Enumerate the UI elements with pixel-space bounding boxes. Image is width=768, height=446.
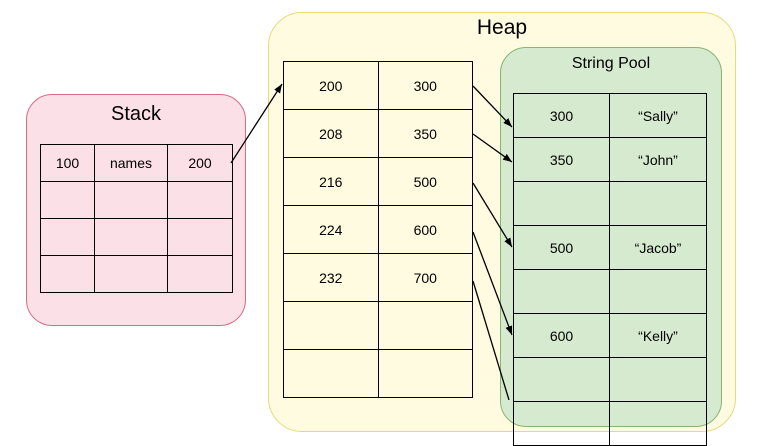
arrow-350-to-john bbox=[472, 133, 513, 163]
table-cell bbox=[167, 218, 233, 256]
table-cell: “John” bbox=[609, 137, 707, 182]
arrow-300-to-sally bbox=[472, 85, 513, 128]
table-cell bbox=[283, 349, 379, 398]
table-cell bbox=[94, 218, 168, 256]
table-cell: 350 bbox=[513, 137, 610, 182]
string-pool-row bbox=[513, 357, 707, 402]
table-cell bbox=[40, 181, 95, 219]
stack-title: Stack bbox=[110, 103, 162, 125]
arrow-600-to-kelly bbox=[472, 231, 513, 336]
string-pool-title: String Pool bbox=[571, 55, 651, 72]
table-cell: “Jacob” bbox=[609, 225, 707, 270]
table-cell bbox=[283, 301, 379, 350]
table-cell: 208 bbox=[283, 109, 379, 158]
table-cell bbox=[513, 401, 610, 446]
table-cell bbox=[377, 349, 473, 398]
string-pool-table: 300“Sally”350“John”500“Jacob”600“Kelly” bbox=[513, 93, 707, 446]
stack-row bbox=[40, 181, 233, 219]
table-cell: 200 bbox=[167, 144, 233, 182]
table-cell: 100 bbox=[40, 144, 95, 182]
table-cell bbox=[167, 255, 233, 293]
table-cell: 232 bbox=[283, 253, 379, 302]
arrow-700-offscreen bbox=[472, 280, 510, 400]
arrow-stack-to-heap bbox=[230, 83, 283, 164]
stack-row bbox=[40, 255, 233, 293]
table-cell: 700 bbox=[377, 253, 473, 302]
table-cell: 600 bbox=[513, 313, 610, 358]
table-cell bbox=[94, 255, 168, 293]
string-pool-row bbox=[513, 401, 707, 446]
table-cell: 500 bbox=[377, 157, 473, 206]
string-pool-row: 600“Kelly” bbox=[513, 313, 707, 358]
string-pool-row: 300“Sally” bbox=[513, 93, 707, 138]
table-cell: “Kelly” bbox=[609, 313, 707, 358]
pointer-arrows bbox=[230, 83, 513, 400]
table-cell bbox=[40, 255, 95, 293]
string-pool-row bbox=[513, 269, 707, 314]
arrow-500-to-jacob bbox=[472, 182, 513, 248]
heap-title: Heap bbox=[476, 16, 528, 39]
table-cell: 200 bbox=[283, 61, 379, 110]
table-cell: “Sally” bbox=[609, 93, 707, 138]
table-cell bbox=[513, 181, 610, 226]
table-cell bbox=[377, 301, 473, 350]
table-cell bbox=[513, 357, 610, 402]
stack-row bbox=[40, 218, 233, 256]
table-cell bbox=[167, 181, 233, 219]
table-cell: 216 bbox=[283, 157, 379, 206]
string-pool-row: 350“John” bbox=[513, 137, 707, 182]
table-cell bbox=[609, 357, 707, 402]
heap-row bbox=[283, 349, 473, 398]
string-pool-row bbox=[513, 181, 707, 226]
table-cell bbox=[609, 401, 707, 446]
table-cell bbox=[609, 181, 707, 226]
table-cell: 300 bbox=[377, 61, 473, 110]
heap-row bbox=[283, 301, 473, 350]
table-cell: 350 bbox=[377, 109, 473, 158]
table-cell: 600 bbox=[377, 205, 473, 254]
